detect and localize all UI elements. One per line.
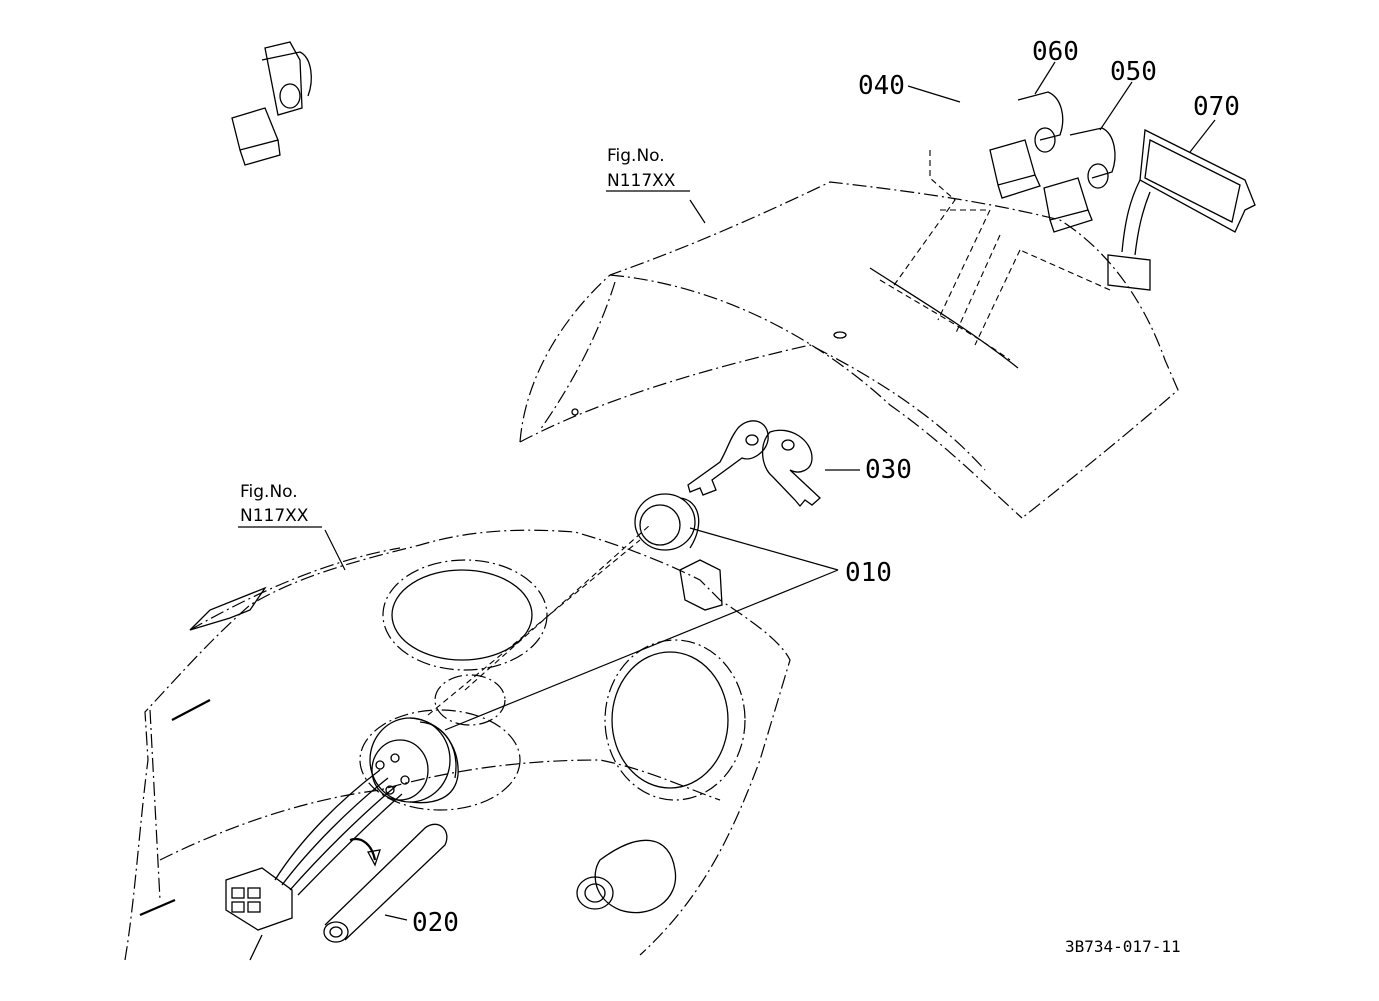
fig-ref-lower: Fig.No. N117XX bbox=[238, 482, 322, 528]
fig-ref-lower-line1: Fig.No. bbox=[240, 482, 298, 502]
leader-lines bbox=[324, 61, 1216, 921]
fig-ref-lower-line2: N117XX bbox=[240, 506, 309, 526]
switch-040 bbox=[231, 41, 312, 166]
projection-lines bbox=[427, 150, 1111, 716]
wire-harness bbox=[225, 769, 403, 961]
drawing-code: 3B734-017-11 bbox=[1065, 937, 1181, 956]
key-switch bbox=[369, 717, 459, 804]
callout-060: 060 bbox=[1032, 37, 1079, 67]
lower-panel bbox=[124, 529, 791, 961]
callout-070: 070 bbox=[1193, 92, 1240, 122]
switch-grommet bbox=[634, 493, 700, 551]
switch-050 bbox=[1043, 127, 1116, 233]
fig-ref-upper: Fig.No. N117XX bbox=[606, 146, 690, 192]
callout-040: 040 bbox=[858, 71, 905, 101]
tube-020 bbox=[323, 823, 448, 943]
callout-020: 020 bbox=[412, 908, 459, 938]
switch-060 bbox=[989, 91, 1064, 199]
callout-050: 050 bbox=[1110, 57, 1157, 87]
keys-030 bbox=[687, 420, 821, 508]
fig-ref-upper-line2: N117XX bbox=[607, 171, 676, 191]
module-070 bbox=[1107, 128, 1256, 291]
fig-ref-upper-line1: Fig.No. bbox=[607, 146, 665, 166]
upper-panel bbox=[519, 181, 1179, 519]
callout-010: 010 bbox=[845, 558, 892, 588]
callout-030: 030 bbox=[865, 455, 912, 485]
